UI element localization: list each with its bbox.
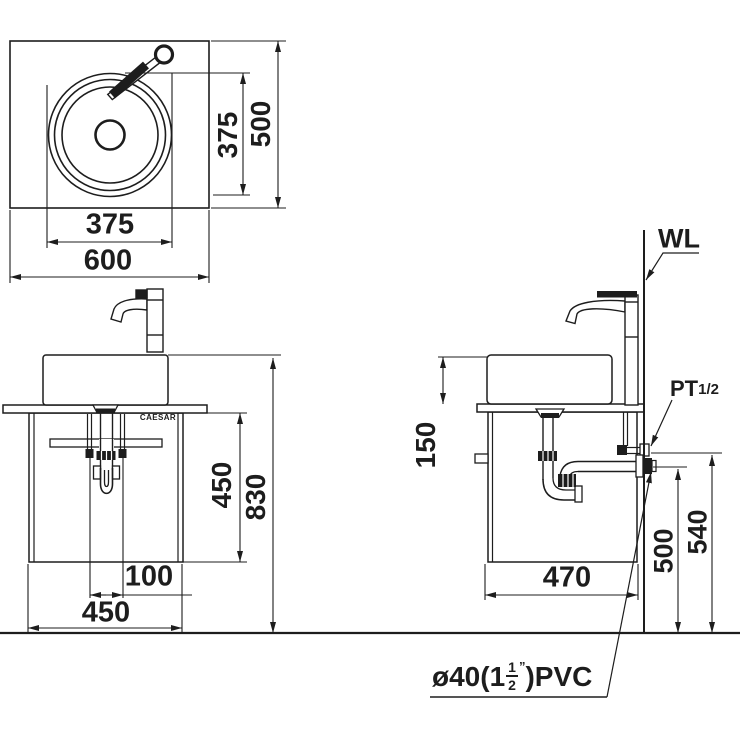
pt-label-text: PT bbox=[670, 376, 699, 401]
angle-valve-left bbox=[85, 449, 94, 458]
dim-label-top-500: 500 bbox=[245, 100, 276, 148]
side-view-vanity bbox=[474, 291, 657, 563]
dim-label-front-450-vertical: 450 bbox=[206, 461, 237, 509]
pt-label-size: 1/2 bbox=[698, 381, 719, 398]
dim-label-top-375-horizontal: 375 bbox=[85, 208, 135, 241]
front-view-vanity bbox=[2, 288, 208, 563]
trap-end-cap bbox=[574, 485, 583, 503]
trap-elbow-outer bbox=[542, 478, 578, 501]
faucet-spout-front bbox=[110, 298, 148, 323]
drain-trap-side bbox=[534, 408, 657, 503]
supply-elbow-side bbox=[617, 445, 627, 455]
dim-label-front-100: 100 bbox=[124, 560, 174, 593]
drain-wall-flange bbox=[635, 454, 644, 478]
pt-connection-label: PT1/2 bbox=[670, 378, 719, 400]
faucet-side bbox=[565, 291, 639, 406]
faucet-plan bbox=[106, 44, 175, 101]
faucet-handle-knob bbox=[153, 44, 175, 65]
dim-label-side-150: 150 bbox=[410, 421, 441, 469]
supply-hoses-front bbox=[85, 414, 127, 458]
basin-circles bbox=[47, 72, 173, 198]
pvc-label-fraction: 1 2 bbox=[506, 659, 518, 693]
dim-label-side-540: 540 bbox=[682, 509, 713, 555]
top-view-sink-plan bbox=[9, 40, 210, 209]
cabinet-side-bracket bbox=[474, 453, 489, 464]
pvc-leader bbox=[606, 471, 652, 698]
vessel-basin-side bbox=[486, 354, 613, 405]
pvc-pipe-label: ø40(1 1 2 ” )PVC bbox=[432, 659, 592, 695]
dim-label-top-375-vertical: 375 bbox=[212, 111, 243, 159]
faucet-lever-front bbox=[135, 289, 148, 299]
vessel-basin-front bbox=[42, 354, 169, 406]
leader-lines bbox=[430, 252, 699, 698]
pt-leader bbox=[650, 399, 673, 447]
dim-label-front-450-horizontal: 450 bbox=[81, 596, 131, 629]
pvc-label-prefix: ø40(1 bbox=[432, 661, 506, 692]
dim-label-side-500: 500 bbox=[648, 528, 679, 574]
brand-label: CAESAR bbox=[139, 413, 177, 422]
dim-label-side-470: 470 bbox=[542, 561, 592, 594]
faucet-spout-side bbox=[565, 299, 626, 325]
u-bend-front bbox=[99, 468, 114, 495]
wall-line-leader bbox=[645, 252, 699, 281]
dimension-lines bbox=[10, 41, 715, 633]
drain-trap-front bbox=[91, 404, 121, 495]
dim-label-top-600: 600 bbox=[83, 244, 133, 277]
faucet-front bbox=[110, 288, 164, 353]
pvc-label-inch-mark: ” bbox=[518, 659, 526, 674]
pvc-label-suffix: )PVC bbox=[525, 661, 593, 692]
faucet-lever-side bbox=[597, 291, 637, 298]
wall-line-label: WL bbox=[658, 223, 700, 254]
extension-lines bbox=[9, 40, 722, 633]
cabinet-front bbox=[28, 412, 184, 563]
angle-valve-right bbox=[118, 449, 127, 458]
dim-label-front-830: 830 bbox=[240, 473, 271, 521]
drain-wall-nut bbox=[643, 458, 652, 474]
countertop-plan bbox=[9, 40, 210, 209]
drain-wall-stub bbox=[651, 459, 657, 473]
drain-hole-plan bbox=[94, 119, 126, 151]
